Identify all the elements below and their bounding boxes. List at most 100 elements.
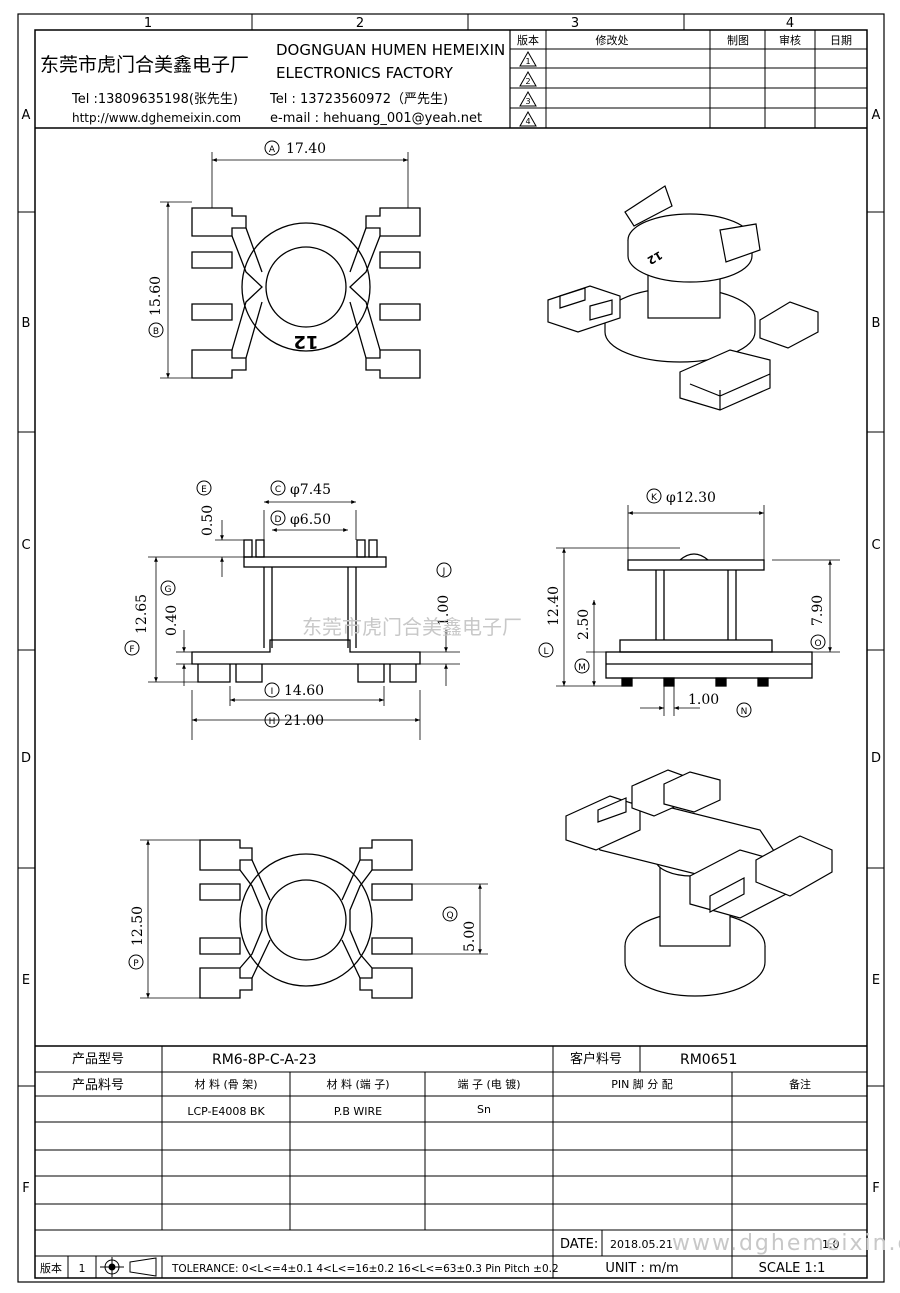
label-unit: UNIT : m/m (605, 1261, 678, 1276)
dim-M-letter: M (578, 663, 586, 673)
dim-B-value: 15.60 (148, 276, 164, 316)
company-name-cn: 东莞市虎门合美鑫电子厂 (40, 54, 249, 76)
row-ruler (18, 211, 884, 1087)
dim-label-A: A 17.40 (264, 140, 326, 157)
value-customer-part: RM0651 (680, 1052, 737, 1068)
dim-P-value: 12.50 (130, 906, 146, 946)
dim-J-value: 1.00 (436, 595, 452, 626)
dim-label-H: H 21.00 (264, 712, 324, 729)
dim-E-value: 0.50 (200, 505, 216, 536)
value-material-frame: LCP-E4008 BK (187, 1105, 265, 1118)
page-number: 1.0 (822, 1238, 840, 1251)
dim-I-letter: I (271, 687, 274, 697)
rev-mark-1: 1 (525, 57, 530, 66)
dim-D-value: φ6.50 (290, 512, 331, 528)
dim-M-value: 2.50 (576, 609, 592, 640)
dim-O-value: 7.90 (810, 595, 826, 626)
revision-table (510, 30, 867, 128)
dim-H-value: 21.00 (284, 713, 324, 729)
side-view (556, 505, 840, 716)
label-product-model: 产品型号 (72, 1052, 124, 1067)
company-website: http://www.dghemeixin.com (72, 111, 241, 125)
row-label-D-left: D (21, 751, 31, 766)
dim-O-letter: O (814, 639, 821, 649)
dim-L-letter: L (543, 647, 548, 657)
bobbin-marking-top: 12 (293, 331, 318, 352)
dim-Q-letter: Q (446, 911, 453, 921)
dim-H-letter: H (269, 717, 276, 727)
company-name-en-2: ELECTRONICS FACTORY (276, 64, 454, 82)
front-view (148, 500, 460, 740)
bottom-table-grid (35, 1045, 867, 1278)
row-label-A-right: A (872, 108, 881, 123)
dim-K-letter: K (651, 493, 658, 503)
label-material-frame: 材 料 (骨 架) (194, 1077, 257, 1091)
dim-C-letter: C (275, 485, 281, 495)
dim-G-value: 0.40 (164, 605, 180, 636)
dim-N-value: 1.00 (688, 692, 719, 708)
dim-D-letter: D (275, 515, 282, 525)
tolerance-note: TOLERANCE: 0<L<=4±0.1 4<L<=16±0.2 16<L<=… (171, 1263, 559, 1275)
label-scale: SCALE 1:1 (759, 1261, 826, 1276)
value-date: 2018.05.21 (610, 1238, 673, 1251)
value-plating: Sn (477, 1103, 491, 1116)
inner-frame (34, 29, 868, 1279)
rev-mark-2: 2 (525, 77, 530, 86)
iso-view-2 (565, 769, 833, 997)
label-version: 版本 (40, 1261, 62, 1275)
dim-label-F: F 12.65 (124, 594, 150, 656)
column-ruler (251, 14, 685, 30)
dim-label-O: O 7.90 (810, 595, 826, 650)
dim-F-letter: F (129, 645, 134, 655)
dim-J-letter: J (442, 567, 446, 577)
value-product-model: RM6-8P-C-A-23 (212, 1052, 317, 1068)
value-material-pin: P.B WIRE (334, 1105, 382, 1118)
row-label-B-right: B (872, 316, 881, 331)
row-label-E-right: E (872, 973, 880, 988)
rev-header-version: 版本 (517, 33, 539, 47)
dim-label-L: L 12.40 (538, 586, 562, 658)
bottom-view (140, 839, 488, 999)
label-product-part: 产品料号 (72, 1078, 124, 1093)
row-label-B-left: B (22, 316, 31, 331)
value-version: 1 (79, 1262, 86, 1275)
row-label-F-right: F (872, 1181, 879, 1196)
top-view (160, 152, 421, 379)
label-pin-assignment: PIN 脚 分 配 (611, 1077, 673, 1091)
iso-view-1 (547, 185, 819, 411)
dim-label-M: M 2.50 (574, 609, 592, 674)
projection-symbol-icon (100, 1257, 157, 1277)
company-name-en-1: DOGNGUAN HUMEN HEMEIXIN (276, 41, 505, 59)
dim-Q-value: 5.00 (462, 921, 478, 952)
dim-label-P: P 12.50 (128, 906, 146, 970)
dim-N-letter: N (741, 707, 748, 717)
dim-A-value: 17.40 (286, 141, 326, 157)
outer-frame (17, 13, 885, 1283)
dim-F-value: 12.65 (134, 594, 150, 634)
dim-B-letter: B (153, 327, 159, 337)
rev-header-date: 日期 (830, 34, 852, 47)
dim-label-I: I 14.60 (264, 682, 324, 699)
row-label-A-left: A (22, 108, 31, 123)
dim-label-Q: Q 5.00 (442, 906, 478, 952)
label-remark: 备注 (789, 1077, 811, 1091)
contact-email: e-mail : hehuang_001@yeah.net (270, 111, 482, 126)
dim-A-letter: A (269, 145, 276, 155)
dim-label-N: N 1.00 (688, 692, 752, 718)
watermark-url: www.dghemeixin.com (672, 1231, 900, 1256)
dim-P-letter: P (133, 959, 139, 969)
rev-header-change: 修改处 (596, 33, 629, 47)
col-label-2: 2 (356, 16, 364, 31)
label-date: DATE: (560, 1237, 598, 1252)
label-customer-part: 客户料号 (570, 1051, 622, 1067)
label-plating: 端 子 (电 镀) (457, 1077, 520, 1091)
dim-L-value: 12.40 (546, 586, 562, 626)
contact-tel-2: Tel : 13723560972（严先生) (269, 92, 448, 107)
contact-tel-1: Tel :13809635198(张先生) (71, 92, 238, 107)
dim-K-value: φ12.30 (666, 490, 716, 506)
row-label-D-right: D (871, 751, 881, 766)
col-label-3: 3 (571, 16, 579, 31)
rev-header-checked: 审核 (779, 33, 801, 47)
rev-mark-3: 3 (525, 97, 530, 106)
